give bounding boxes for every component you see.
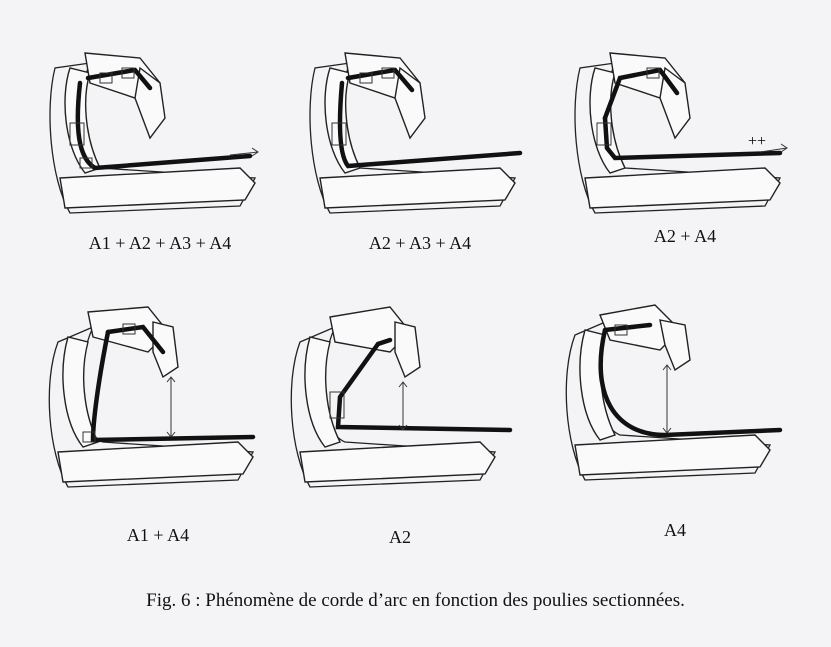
increase-marker: ++: [748, 133, 766, 150]
finger-illustration: [40, 28, 280, 228]
finger-illustration: [38, 292, 278, 492]
finger-diagram-a1-a4: A1 + A4: [38, 292, 278, 552]
pulley-label: A2: [280, 527, 520, 548]
finger-illustration: ++: [565, 28, 805, 228]
finger-diagram-a1-a2-a3-a4: A1 + A2 + A3 + A4: [40, 28, 280, 288]
pulley-label: A1 + A2 + A3 + A4: [40, 233, 280, 254]
finger-diagram-a4: A4: [555, 285, 795, 545]
pulley-label: A2 + A3 + A4: [300, 233, 540, 254]
finger-diagram-a2: A2: [280, 292, 520, 552]
finger-illustration: [555, 285, 795, 485]
pulley-label: A1 + A4: [38, 525, 278, 546]
pulley-label: A2 + A4: [565, 226, 805, 247]
finger-diagram-a2-a4: ++ A2 + A4: [565, 28, 805, 288]
finger-illustration: [300, 28, 540, 228]
pulley-label: A4: [555, 520, 795, 541]
finger-illustration: [280, 292, 520, 492]
figure-caption: Fig. 6 : Phénomène de corde d’arc en fon…: [0, 590, 831, 612]
finger-diagram-a2-a3-a4: A2 + A3 + A4: [300, 28, 540, 288]
